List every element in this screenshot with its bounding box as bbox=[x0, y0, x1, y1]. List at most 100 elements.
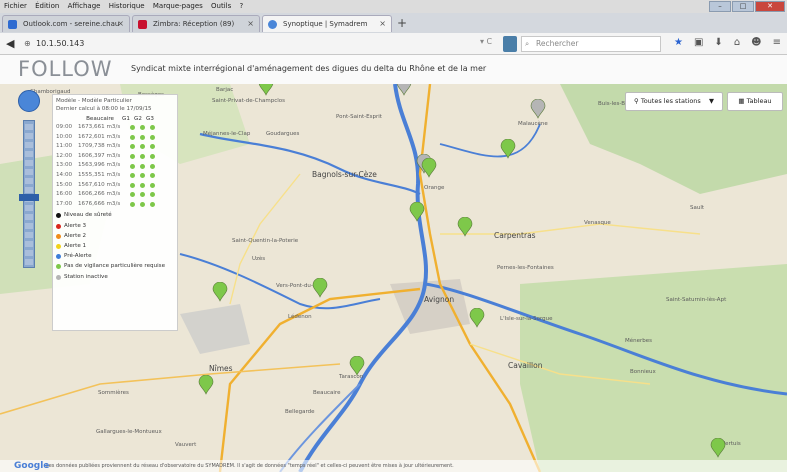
place-label: Avignon bbox=[424, 295, 455, 304]
legend-key-label: Alerte 1 bbox=[64, 242, 87, 249]
url-bar[interactable]: ⊕ 10.1.50.143 bbox=[22, 36, 472, 52]
map-view[interactable]: ChamborigaudBessègesSaint-Privat-de-Cham… bbox=[0, 84, 787, 472]
row-time: 09:00 bbox=[56, 124, 73, 130]
tab-bar: Outlook.com - sereine.chau × Zimbra: Réc… bbox=[0, 13, 787, 33]
row-value: 1673,661 m3/s bbox=[78, 124, 121, 130]
station-pin-icon[interactable] bbox=[258, 84, 274, 96]
reload-icon[interactable]: ▾ C bbox=[480, 37, 493, 46]
row-status-dots bbox=[130, 152, 155, 162]
station-pin-icon[interactable] bbox=[198, 375, 214, 395]
menu-help[interactable]: ? bbox=[239, 2, 244, 10]
menu-fichier[interactable]: Fichier bbox=[4, 2, 27, 10]
close-tab-icon[interactable]: × bbox=[379, 19, 386, 28]
status-dot-g1 bbox=[130, 163, 135, 169]
bookmark-page-icon[interactable] bbox=[503, 36, 517, 52]
legend-key: Pas de vigilance particulière requise bbox=[56, 262, 174, 271]
minimize-button[interactable]: – bbox=[709, 1, 731, 12]
close-tab-icon[interactable]: × bbox=[247, 19, 254, 28]
station-pin-icon[interactable] bbox=[396, 84, 412, 96]
station-pin-icon[interactable] bbox=[457, 217, 473, 237]
row-value: 1606,266 m3/s bbox=[78, 191, 121, 198]
url-text: 10.1.50.143 bbox=[36, 39, 85, 48]
status-dot-g1 bbox=[130, 182, 135, 188]
place-label: Sommières bbox=[98, 390, 129, 396]
urban-area bbox=[390, 279, 470, 334]
status-dot-g2 bbox=[140, 182, 145, 188]
zoom-control bbox=[16, 90, 44, 290]
tab-zimbra[interactable]: Zimbra: Réception (89) × bbox=[132, 15, 260, 32]
smiley-icon[interactable]: ☻ bbox=[751, 37, 762, 48]
station-pin-icon[interactable] bbox=[312, 278, 328, 298]
tab-synoptique[interactable]: Synoptique | Symadrem × bbox=[262, 15, 392, 32]
status-dot-g2 bbox=[140, 125, 145, 131]
place-label: Vers-Pont-du-Gard bbox=[276, 283, 327, 289]
menu-outils[interactable]: Outils bbox=[211, 2, 232, 10]
station-pin-icon[interactable] bbox=[421, 158, 437, 178]
row-value: 1672,601 m3/s bbox=[78, 133, 121, 140]
star-icon[interactable]: ★ bbox=[674, 37, 683, 48]
station-pin-icon[interactable] bbox=[500, 139, 516, 159]
row-status-dots bbox=[130, 171, 155, 181]
tableau-button[interactable]: ▦ Tableau bbox=[727, 92, 783, 111]
maximize-button[interactable]: □ bbox=[732, 1, 754, 12]
station-pin-icon[interactable] bbox=[710, 438, 726, 458]
legend-dot bbox=[56, 254, 61, 260]
road bbox=[469, 343, 651, 385]
column-g3: G3 bbox=[146, 116, 154, 122]
station-pin-icon[interactable] bbox=[469, 308, 485, 328]
place-label: Saint-Privat-de-Champclos bbox=[212, 98, 285, 104]
row-value: 1676,666 m3/s bbox=[78, 200, 121, 207]
place-label: Nîmes bbox=[209, 364, 233, 373]
hamburger-menu-icon[interactable]: ≡ bbox=[772, 37, 781, 48]
station-pin-icon[interactable] bbox=[530, 99, 546, 119]
petit-rhone bbox=[279, 383, 361, 472]
row-time: 15:00 bbox=[56, 181, 73, 188]
row-time: 17:00 bbox=[56, 200, 73, 207]
menu-edition[interactable]: Édition bbox=[35, 2, 60, 10]
last-update: Dernier calcul à 08:00 le 17/09/15 bbox=[56, 106, 152, 112]
new-tab-button[interactable]: + bbox=[397, 16, 408, 30]
download-icon[interactable]: ⬇ bbox=[714, 37, 723, 48]
station-name: Beaucaire bbox=[86, 116, 114, 122]
menu-historique[interactable]: Historique bbox=[108, 2, 145, 10]
clipboard-icon[interactable]: ▣ bbox=[693, 37, 704, 48]
place-label: Cavaillon bbox=[508, 361, 543, 370]
station-pin-icon[interactable] bbox=[349, 356, 365, 376]
menu-affichage[interactable]: Affichage bbox=[67, 2, 101, 10]
home-icon[interactable]: ⌂ bbox=[733, 37, 741, 48]
durance-river bbox=[424, 282, 787, 396]
status-dot-g1 bbox=[130, 134, 135, 140]
place-label: Pertuis bbox=[722, 441, 741, 447]
status-dot-g1 bbox=[130, 154, 135, 160]
station-filter-dropdown[interactable]: ⚲ Toutes les stations ▼ bbox=[625, 92, 723, 111]
pan-control-icon[interactable] bbox=[18, 90, 40, 112]
back-arrow-icon[interactable]: ◀ bbox=[6, 37, 15, 50]
menu-marque-pages[interactable]: Marque-pages bbox=[152, 2, 203, 10]
search-icon: ⌕ bbox=[525, 39, 530, 48]
status-dot-g1 bbox=[130, 192, 135, 198]
zimbra-icon bbox=[138, 20, 147, 29]
google-logo: Google bbox=[14, 461, 50, 471]
close-tab-icon[interactable]: × bbox=[117, 19, 124, 28]
place-label: L'Isle-sur-la-Sorgue bbox=[500, 316, 553, 322]
tab-outlook[interactable]: Outlook.com - sereine.chau × bbox=[2, 15, 130, 32]
close-window-button[interactable]: ✕ bbox=[755, 1, 785, 12]
highway-a7 bbox=[418, 84, 542, 472]
station-pin-icon[interactable] bbox=[212, 282, 228, 302]
tab-label: Zimbra: Réception (89) bbox=[153, 20, 235, 28]
place-label: Pont-Saint-Esprit bbox=[336, 114, 382, 120]
place-label: Tarascon bbox=[339, 374, 364, 380]
legend-key: Pré-Alerte bbox=[56, 252, 174, 261]
status-dot-g2 bbox=[140, 173, 145, 179]
place-label: Chamborigaud bbox=[30, 89, 71, 95]
toolbar-icons: ★ ▣ ⬇ ⌂ ☻ ≡ bbox=[674, 37, 781, 48]
zoom-slider-thumb[interactable] bbox=[19, 194, 39, 201]
tab-label: Synoptique | Symadrem bbox=[283, 20, 368, 28]
place-label: Uzès bbox=[252, 256, 266, 262]
station-pin-icon[interactable] bbox=[409, 202, 425, 222]
caret-down-icon: ▼ bbox=[709, 97, 714, 105]
search-input[interactable]: ⌕ Rechercher bbox=[521, 36, 661, 52]
